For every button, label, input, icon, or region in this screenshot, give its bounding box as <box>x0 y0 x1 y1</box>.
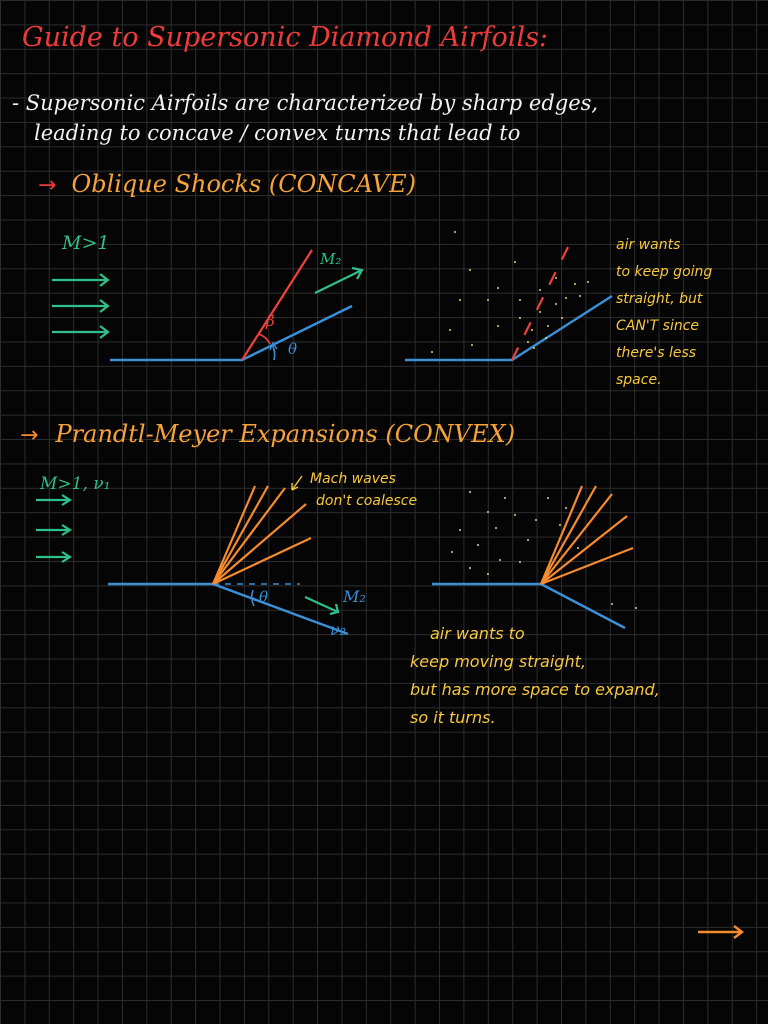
prandtl-heading: Prandtl-Meyer Expansions (CONVEX) <box>55 420 516 448</box>
intro-line-1: - Supersonic Airfoils are characterized … <box>12 91 599 115</box>
particle-dots-2 <box>451 491 637 609</box>
expansion-fan-sketch <box>539 485 634 586</box>
concave-wall-sketch <box>405 294 613 362</box>
prandtl-note-line: air wants to <box>430 624 525 643</box>
next-page-arrow-icon <box>698 925 744 939</box>
m2-label-1: M₂ <box>320 250 342 268</box>
oblique-note-line: air wants <box>616 237 681 253</box>
intro-text: - Supersonic Airfoils are characterized … <box>12 88 598 148</box>
prandtl-note-line: so it turns. <box>410 708 496 727</box>
theta-label-2: θ <box>259 588 269 606</box>
m2-label-2: M₂ <box>343 587 366 606</box>
concave-wall <box>110 304 353 362</box>
oblique-shock-dashed <box>511 234 575 361</box>
convex-wall <box>108 582 349 636</box>
flow-arrow-icon <box>36 494 340 616</box>
theta-arc-2 <box>250 589 255 607</box>
theta-arc <box>271 343 276 361</box>
mach-waves-note: Mach waves don't coalesce <box>300 468 417 512</box>
oblique-note-line: CAN'T since <box>616 318 700 334</box>
oblique-heading: Oblique Shocks (CONCAVE) <box>71 170 416 198</box>
mach-label-1: M>1 <box>62 232 110 254</box>
prandtl-note: air wants to keep moving straight, but h… <box>410 620 660 732</box>
particle-dots <box>431 231 589 353</box>
page-title: Guide to Supersonic Diamond Airfoils: <box>22 22 549 53</box>
flow-arrow-icon <box>52 266 364 339</box>
mach-label-2: M>1, ν₁ <box>40 474 111 494</box>
nu2-label: ν₂ <box>330 620 347 639</box>
theta-label-1: θ <box>288 340 298 358</box>
arrow-right-icon: → <box>38 173 57 198</box>
mach-waves-line: don't coalesce <box>316 493 418 509</box>
oblique-note-line: there's less <box>616 345 697 361</box>
mach-waves-line: Mach waves <box>310 471 396 487</box>
prandtl-heading-row: → Prandtl-Meyer Expansions (CONVEX) <box>20 420 515 448</box>
pointer-arrow-icon <box>291 475 303 491</box>
prandtl-note-line: but has more space to expand, <box>410 680 660 699</box>
intro-line-2: leading to concave / convex turns that l… <box>34 121 521 145</box>
oblique-note-line: space. <box>616 372 662 388</box>
expansion-fan <box>211 485 312 585</box>
oblique-note-line: straight, but <box>616 291 703 307</box>
arrow-right-icon: → <box>20 423 39 448</box>
oblique-shock-line <box>241 249 313 361</box>
oblique-note-line: to keep going <box>616 264 713 280</box>
beta-label: β <box>266 312 275 330</box>
oblique-heading-row: → Oblique Shocks (CONCAVE) <box>38 170 416 198</box>
beta-arc <box>257 333 271 345</box>
prandtl-note-line: keep moving straight, <box>410 652 586 671</box>
oblique-note: air wants to keep going straight, but CA… <box>616 232 712 394</box>
